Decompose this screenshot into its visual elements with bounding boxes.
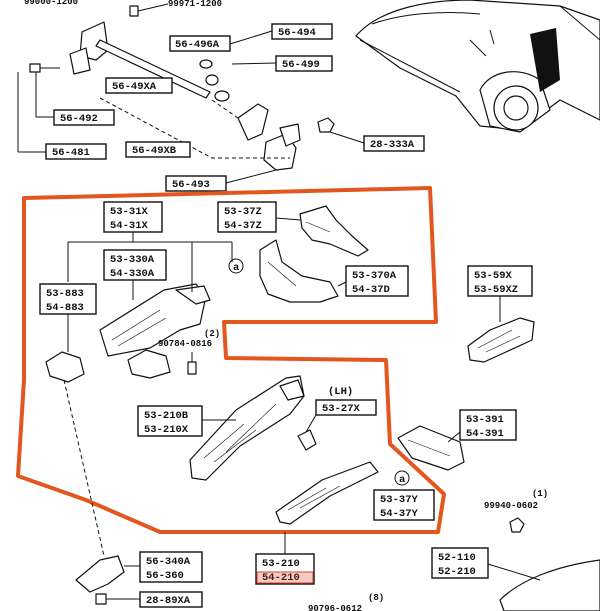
callout-56-340A: 56-340A 56-360 xyxy=(139,551,203,583)
highlight-outline xyxy=(16,186,446,534)
bolt-56-492 xyxy=(29,63,60,73)
label-90784: 90784-0816 xyxy=(158,339,212,349)
callout-56-49XA: 56-49XA xyxy=(105,77,173,94)
svg-text:54-391: 54-391 xyxy=(466,428,504,440)
svg-text:53-31X: 53-31X xyxy=(110,206,149,218)
svg-text:56-49XB: 56-49XB xyxy=(132,145,177,157)
top-bolt xyxy=(129,3,169,17)
part-53-210B-frame xyxy=(189,375,305,481)
svg-text:53-883: 53-883 xyxy=(46,288,84,300)
qty-1: (1) xyxy=(532,489,548,499)
callout-53-391: 53-391 54-391 xyxy=(459,409,517,441)
svg-text:54-31X: 54-31X xyxy=(110,220,149,232)
rod-holder-bracket xyxy=(237,103,269,141)
nut-99940 xyxy=(509,517,525,533)
svg-text:53-210B: 53-210B xyxy=(144,410,189,422)
callout-56-499: 56-499 xyxy=(275,55,333,72)
callout-53-330A: 53-330A 54-330A xyxy=(103,249,167,281)
callout-53-37Y: 53-37Y 54-37Y xyxy=(373,489,435,521)
svg-text:56-360: 56-360 xyxy=(146,570,184,582)
ref-a-2: a xyxy=(399,474,406,486)
label-top-right-partial: 99971-1200 xyxy=(168,0,222,9)
svg-text:54-37D: 54-37D xyxy=(352,284,390,296)
part-53-37Z xyxy=(299,205,369,257)
washer-group xyxy=(199,59,230,102)
callout-56-494: 56-494 xyxy=(271,23,333,40)
svg-text:53-37Y: 53-37Y xyxy=(380,494,419,506)
svg-text:56-492: 56-492 xyxy=(60,113,98,125)
callout-53-883: 53-883 54-883 xyxy=(39,283,97,315)
callout-56-481: 56-481 xyxy=(45,143,107,160)
svg-text:54-883: 54-883 xyxy=(46,302,84,314)
callout-53-27X: 53-27X xyxy=(315,399,377,416)
part-53-883 xyxy=(45,351,85,383)
qty-8: (8) xyxy=(368,593,384,603)
callout-53-210B: 53-210B 53-210X xyxy=(137,405,203,437)
part-53-391 xyxy=(397,425,465,471)
callout-53-210: 53-210 54-210 xyxy=(255,553,315,585)
svg-text:56-494: 56-494 xyxy=(278,27,316,39)
bolt-28-89XA xyxy=(95,593,107,605)
svg-text:53-210X: 53-210X xyxy=(144,424,189,436)
callout-53-59X: 53-59X 53-59XZ xyxy=(467,265,533,297)
label-lh: (LH) xyxy=(328,386,353,398)
svg-text:52-110: 52-110 xyxy=(438,552,476,564)
callout-28-333A: 28-333A xyxy=(363,135,425,152)
part-fender xyxy=(499,559,600,611)
svg-text:53-59XZ: 53-59XZ xyxy=(474,284,518,296)
svg-text:54-330A: 54-330A xyxy=(110,268,155,280)
callout-53-370A: 53-370A 54-37D xyxy=(345,265,409,297)
label-top-left-partial: 99000-1200 xyxy=(24,0,78,7)
svg-text:53-37Z: 53-37Z xyxy=(224,206,262,218)
svg-text:53-391: 53-391 xyxy=(466,414,504,426)
part-53-27X xyxy=(297,429,317,451)
bolt-90784 xyxy=(187,361,197,375)
svg-text:56-496A: 56-496A xyxy=(175,39,220,51)
hood-support-rod xyxy=(95,39,211,99)
svg-text:54-37Z: 54-37Z xyxy=(224,220,262,232)
svg-text:53-27X: 53-27X xyxy=(322,403,361,415)
callout-56-493: 56-493 xyxy=(165,175,227,192)
callout-53-37Z: 53-37Z 54-37Z xyxy=(217,201,277,233)
svg-text:56-340A: 56-340A xyxy=(146,556,191,568)
part-53-59X xyxy=(467,317,535,363)
label-99940: 99940-0602 xyxy=(484,501,538,511)
callout-56-49XB: 56-49XB xyxy=(125,141,191,158)
svg-text:56-481: 56-481 xyxy=(52,147,90,159)
svg-text:53-370A: 53-370A xyxy=(352,270,397,282)
car-illustration xyxy=(355,0,600,133)
svg-text:54-37Y: 54-37Y xyxy=(380,508,419,520)
svg-text:53-210: 53-210 xyxy=(262,558,300,570)
part-53-330A-rail xyxy=(99,283,211,357)
qty-2: (2) xyxy=(204,329,220,339)
part-56-340A xyxy=(75,555,125,593)
label-90796: 90796-0612 xyxy=(308,604,362,611)
callout-53-31X: 53-31X 54-31X xyxy=(103,201,163,233)
callout-56-492: 56-492 xyxy=(53,109,115,126)
ref-a-1: a xyxy=(233,262,240,274)
svg-text:53-330A: 53-330A xyxy=(110,254,155,266)
svg-text:56-49XA: 56-49XA xyxy=(112,81,157,93)
callout-56-496A: 56-496A xyxy=(169,35,231,52)
callout-28-89XA: 28-89XA xyxy=(139,591,203,608)
svg-text:56-493: 56-493 xyxy=(172,179,210,191)
hinge-bracket xyxy=(69,21,109,75)
svg-text:28-89XA: 28-89XA xyxy=(146,595,191,607)
nut-28-333A xyxy=(317,117,335,133)
svg-text:28-333A: 28-333A xyxy=(370,139,415,151)
part-53-37Y xyxy=(275,461,379,525)
svg-text:52-210: 52-210 xyxy=(438,566,476,578)
callout-52-110: 52-110 52-210 xyxy=(431,547,489,579)
part-bracket-lower xyxy=(127,349,171,379)
svg-text:56-499: 56-499 xyxy=(282,59,320,71)
svg-text:53-59X: 53-59X xyxy=(474,270,513,282)
svg-text:54-210: 54-210 xyxy=(262,572,300,584)
part-53-370A xyxy=(259,239,339,303)
rod-clip xyxy=(263,123,301,171)
